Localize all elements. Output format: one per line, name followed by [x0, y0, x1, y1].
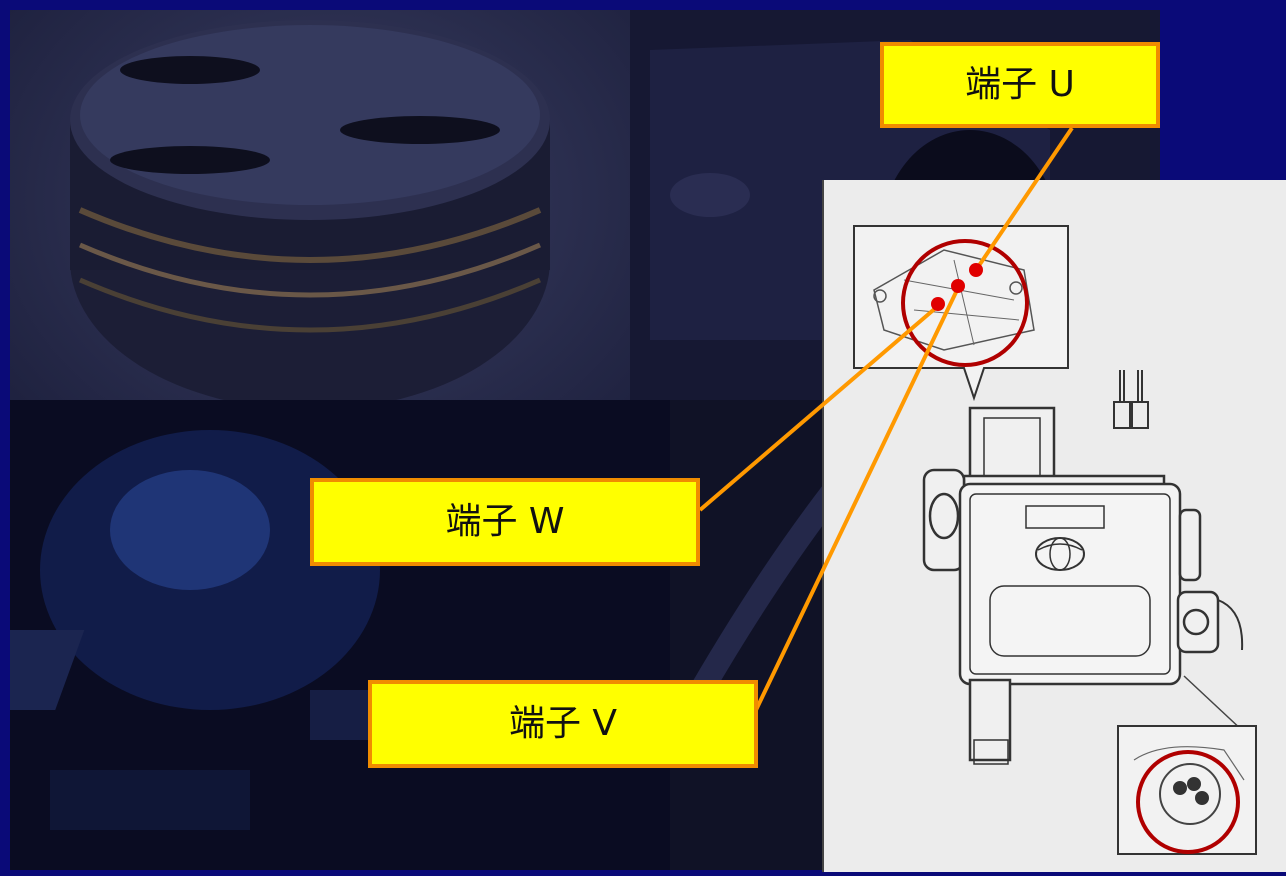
terminal-v-label: 端子 V: [368, 680, 758, 768]
piston-illustration: [70, 20, 550, 410]
inverter-body: [922, 406, 1245, 765]
terminal-u-marker: [969, 263, 983, 277]
inverter-diagram-panel: [822, 180, 1286, 872]
connector-parts: [1113, 370, 1149, 429]
inverter-assembly-diagram: [853, 225, 1257, 855]
terminal-u-label: 端子 U: [880, 42, 1160, 128]
terminal-v-marker: [951, 279, 965, 293]
leader-line-w: [698, 304, 940, 512]
terminal-closeup-callout: [853, 225, 1069, 402]
connector-highlight-circle: [1136, 750, 1240, 854]
terminal-w-label: 端子 W: [310, 478, 700, 566]
leader-line-v: [754, 287, 960, 711]
leader-line-u: [974, 126, 1074, 272]
terminal-w-marker: [931, 297, 945, 311]
terminal-highlight-circle: [901, 239, 1029, 367]
